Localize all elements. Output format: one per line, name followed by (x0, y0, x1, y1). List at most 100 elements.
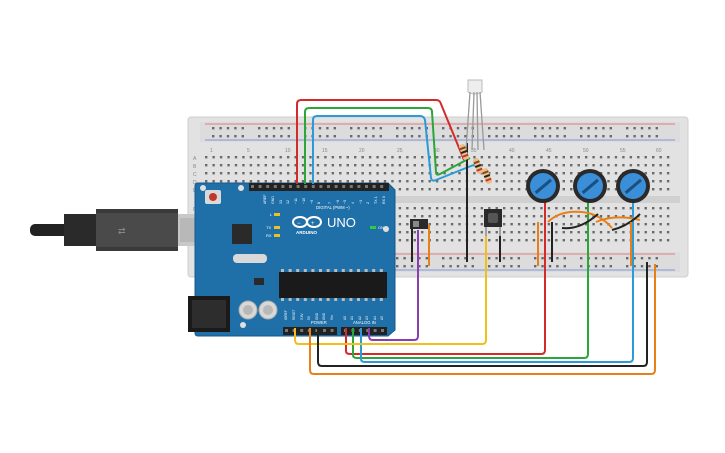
usb-chip (232, 224, 252, 244)
hole (629, 156, 633, 159)
hole (602, 257, 605, 260)
pin-label: A3 (365, 316, 369, 320)
wire-purple[interactable] (368, 230, 419, 341)
hole (495, 265, 498, 268)
hole (488, 257, 491, 260)
wire-black-bb[interactable] (561, 213, 599, 230)
resistor[interactable] (472, 157, 483, 174)
hole (666, 239, 670, 242)
hole (659, 156, 662, 159)
hole (319, 269, 322, 272)
hole (227, 156, 230, 159)
hole (614, 215, 618, 218)
hole (577, 172, 580, 175)
hole (442, 265, 445, 268)
hole (562, 215, 565, 218)
pushbutton[interactable] (484, 209, 502, 236)
wire-yellow[interactable] (294, 236, 487, 345)
rgb-led[interactable] (465, 79, 485, 151)
hole (548, 265, 552, 268)
hole (580, 135, 583, 138)
hole (659, 239, 662, 242)
regulator (254, 278, 264, 285)
hole (609, 127, 612, 130)
hole (212, 135, 215, 138)
hole (547, 164, 551, 167)
hole (339, 180, 342, 183)
wire-blue-analog[interactable] (360, 200, 634, 363)
hole (309, 164, 312, 167)
resistor[interactable] (481, 167, 492, 184)
hole (354, 172, 357, 175)
hole (570, 156, 573, 159)
power-pin-labels: IOREF RESET 3.3V 5V GND GND Vin (284, 309, 334, 320)
hole (547, 156, 551, 159)
hole (592, 215, 595, 218)
potentiometer-1[interactable] (526, 169, 560, 203)
hole (318, 135, 322, 138)
hole (648, 127, 651, 130)
wire-red[interactable] (296, 99, 465, 184)
hole (458, 223, 461, 226)
wire-red-analog[interactable] (345, 194, 546, 355)
hole (398, 164, 402, 167)
svg-text:−: − (297, 221, 301, 227)
hole (555, 172, 558, 175)
hole (311, 269, 315, 272)
hole (644, 207, 647, 210)
hole (379, 135, 382, 138)
hole (532, 164, 536, 167)
pin-label: 5V (307, 315, 311, 320)
hole (272, 164, 275, 167)
hole (607, 188, 610, 191)
hole (640, 265, 644, 268)
resistor[interactable] (458, 143, 469, 160)
hole (376, 164, 379, 167)
hole (652, 172, 655, 175)
wire-orange[interactable] (309, 264, 656, 375)
wire-orange-bb[interactable] (547, 210, 613, 229)
slide-switch[interactable] (410, 219, 428, 229)
hole (327, 185, 330, 188)
hole (503, 231, 506, 234)
wire-green-analog[interactable] (352, 200, 589, 359)
hole (547, 223, 551, 226)
hole (257, 172, 260, 175)
hole (556, 135, 559, 138)
hole (272, 156, 275, 159)
arduino-uno-board[interactable]: AREF GND 13 12 ~11 ~10 ~9 8 7 ~6 ~5 4 ~3… (188, 182, 396, 337)
hole (640, 257, 644, 260)
hole (602, 127, 605, 130)
hole (311, 298, 315, 301)
hole (540, 239, 543, 242)
hole (609, 135, 612, 138)
wire-black-bb[interactable] (611, 213, 641, 231)
hole (425, 265, 428, 268)
hole (443, 188, 446, 191)
wire-blue[interactable] (312, 115, 477, 184)
wire-green[interactable] (304, 107, 471, 184)
hole (443, 239, 446, 242)
hole (517, 215, 521, 218)
hole (372, 269, 376, 272)
wire-orange-bb[interactable] (595, 216, 641, 223)
hole (547, 231, 551, 234)
potentiometer-3[interactable] (616, 169, 650, 203)
hole (666, 231, 670, 234)
potentiometer-2[interactable] (573, 169, 607, 203)
usb-cable[interactable]: ⇄ (30, 209, 204, 251)
hole (406, 164, 409, 167)
wire-black-ground[interactable] (317, 262, 648, 367)
hole (403, 135, 406, 138)
hole (383, 164, 387, 167)
hole (234, 180, 238, 183)
hole (326, 127, 329, 130)
hole (227, 180, 230, 183)
hole (655, 265, 658, 268)
hole (458, 172, 461, 175)
hole (458, 156, 461, 159)
hole (626, 265, 629, 268)
pin-label: GND (322, 312, 326, 320)
hole (357, 269, 360, 272)
